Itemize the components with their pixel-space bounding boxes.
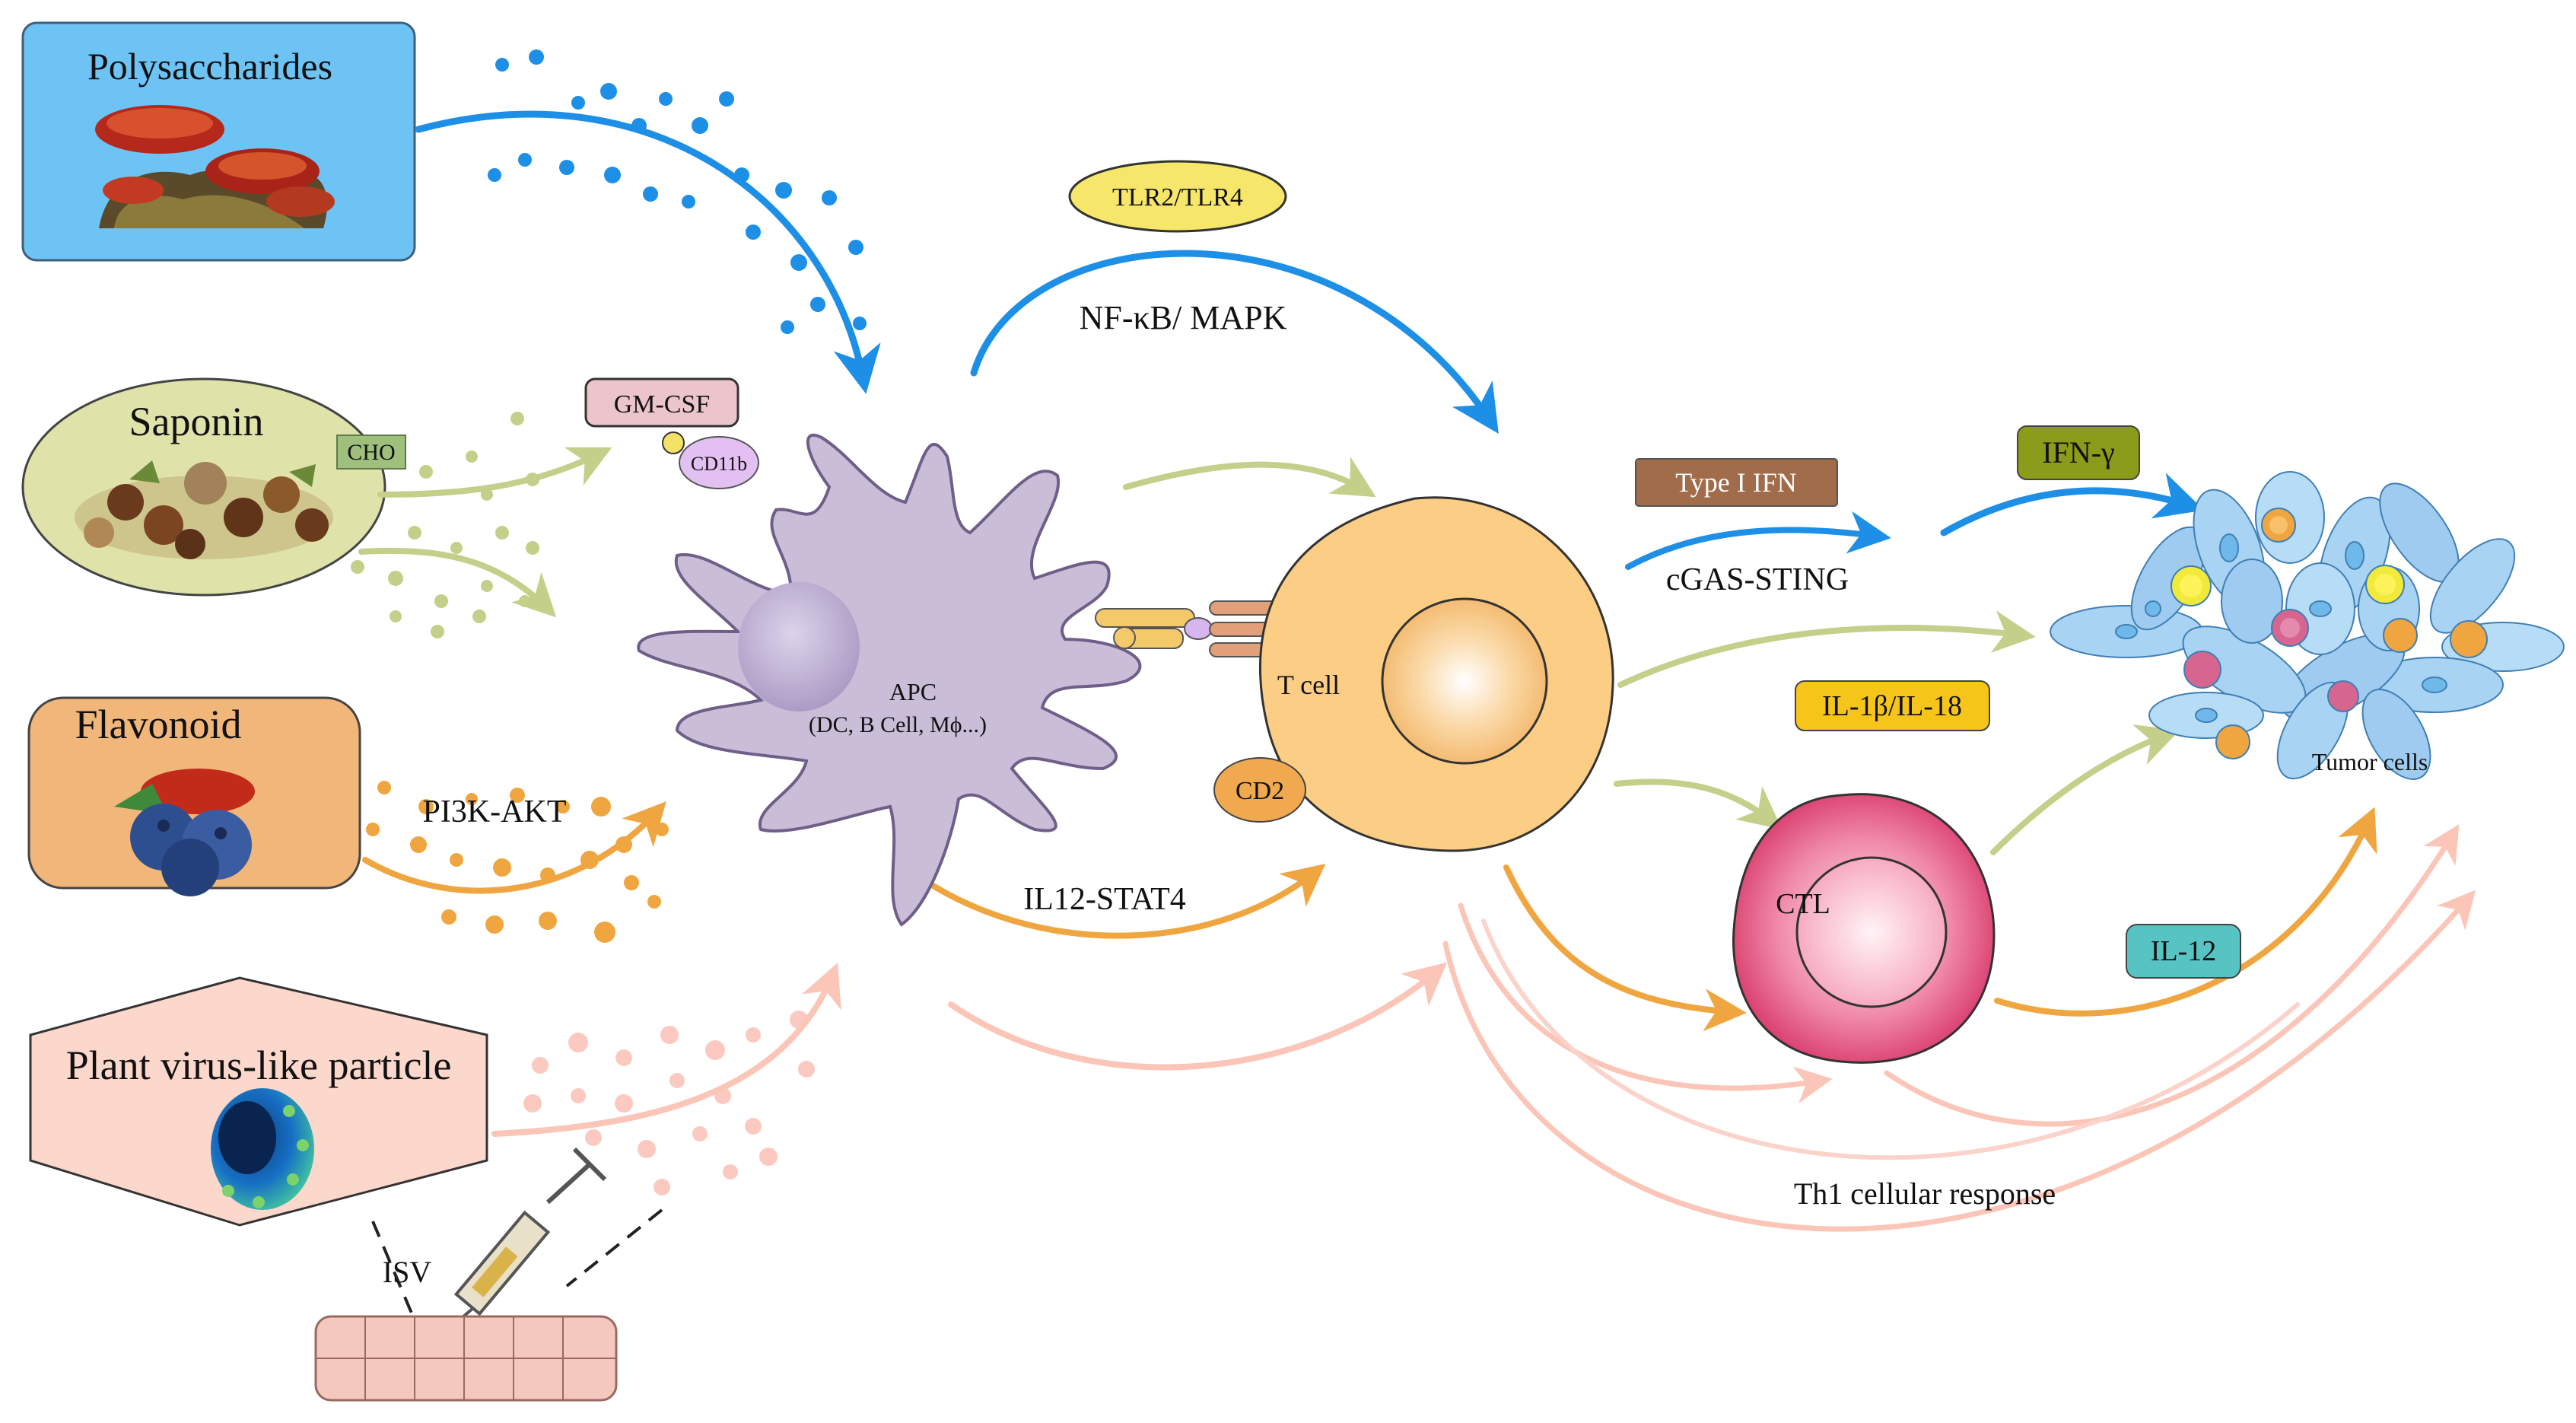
t-cell-label: T cell: [1277, 670, 1340, 700]
cgas-sting-label: cGAS-STING: [1666, 562, 1849, 597]
arrow-ctl-to-tumor-orange: [1994, 807, 2377, 1017]
cho-label: CHO: [347, 440, 395, 465]
arrow-il12-stat4: [925, 863, 1326, 939]
il1b-il18-label: IL-1β/IL-18: [1822, 690, 1962, 722]
plant-vlp-label: Plant virus-like particle: [66, 1043, 452, 1088]
type1-ifn-badge: Type I IFN: [1635, 458, 1838, 507]
polysaccharide-particles: [488, 49, 867, 334]
apc-cell: APC (DC, B Cell, Mϕ...): [637, 433, 1142, 927]
arrow-ctl-to-tumor-pink-1: [1884, 824, 2460, 1127]
th1-response-label: Th1 cellular response: [1794, 1176, 2056, 1211]
tumor-label: Tumor cells: [2312, 748, 2428, 775]
blueberry-icon: [114, 769, 255, 896]
arrows: [358, 110, 2476, 1232]
type1-ifn-label: Type I IFN: [1675, 467, 1796, 498]
arrow-apc-to-tcell-nfkb: [970, 250, 1499, 435]
arrow-ifn-gamma: [1940, 473, 2205, 536]
tlr-badge: TLR2/TLR4: [1068, 160, 1287, 233]
il12-badge: IL-12: [2126, 924, 2241, 979]
gm-csf-receptor: GM-CSF CD11b: [584, 377, 759, 489]
pi3k-akt-label: PI3K-AKT: [423, 794, 567, 829]
arrow-ctl-to-tumor-green: [1990, 724, 2180, 855]
nfkb-mapk-label: NF-κB/ MAPK: [1080, 299, 1287, 336]
arrow-saponin-to-apc: [358, 547, 557, 618]
arrow-polysaccharide-to-apc: [415, 110, 881, 394]
arrow-flavonoid-to-apc: [362, 801, 666, 894]
apc-label: APC: [889, 678, 937, 705]
t-cell: T cell CD2: [1213, 496, 1614, 852]
arrow-tcell-to-tumor-green: [1617, 610, 2036, 688]
t-cell-nucleus: [1381, 597, 1548, 765]
cd11b-label: CD11b: [691, 453, 747, 475]
flavonoid-label: Flavonoid: [75, 702, 241, 747]
tumor-cells: [2050, 471, 2565, 780]
arrow-tcell-to-tumor-pink: [1442, 890, 2476, 1232]
isv-label: ISV: [383, 1255, 432, 1289]
il12-label: IL-12: [2151, 935, 2217, 967]
chestnut-icon: [75, 460, 333, 559]
arrow-apc-to-tcell-pink: [948, 962, 1448, 1071]
arrow-tcell-to-tumor-pink-2: [1481, 918, 2300, 1160]
arrow-apc-to-tcell-green: [1123, 457, 1376, 498]
ctl-cell: CTL: [1732, 793, 1996, 1064]
saponin-label: Saponin: [129, 399, 263, 444]
arrow-saponin-to-gmcsf: [377, 447, 612, 498]
arrow-tcell-to-ctl-orange: [1503, 864, 1747, 1032]
plant-vlp-box: Plant virus-like particle: [29, 976, 488, 1227]
ctl-label: CTL: [1776, 888, 1830, 920]
il1b-il18-badge: IL-1β/IL-18: [1795, 680, 1990, 731]
virus-particle-icon: [211, 1088, 314, 1210]
arrow-tcell-to-ctl-green: [1614, 778, 1783, 829]
tissue-icon: [314, 1315, 618, 1402]
gm-csf-label: GM-CSF: [614, 390, 711, 419]
tlr-label: TLR2/TLR4: [1112, 183, 1243, 212]
cd2-label: CD2: [1236, 777, 1284, 805]
mushroom-icon: [95, 105, 335, 228]
flavonoid-box: Flavonoid: [27, 696, 361, 896]
polysaccharides-label: Polysaccharides: [87, 45, 332, 88]
ifn-gamma-label: IFN-γ: [2042, 435, 2114, 470]
apc-nucleus: [738, 582, 860, 712]
il12-stat4-label: IL12-STAT4: [1023, 882, 1186, 917]
arrow-tcell-to-ctl-pink: [1458, 903, 1833, 1103]
apc-subtypes-label: (DC, B Cell, Mϕ...): [809, 712, 987, 737]
polysaccharides-box: Polysaccharides: [21, 21, 416, 262]
ifn-gamma-badge: IFN-γ: [2017, 425, 2140, 480]
isv-injection: ISV: [314, 1147, 663, 1402]
saponin-box: Saponin CHO: [21, 377, 406, 597]
vlp-particles: [523, 1011, 815, 1195]
syringe-icon: [440, 1147, 607, 1337]
ctl-nucleus: [1795, 856, 1948, 1008]
arrow-type1-ifn: [1625, 511, 1891, 570]
arrow-vlp-to-apc: [491, 963, 841, 1137]
